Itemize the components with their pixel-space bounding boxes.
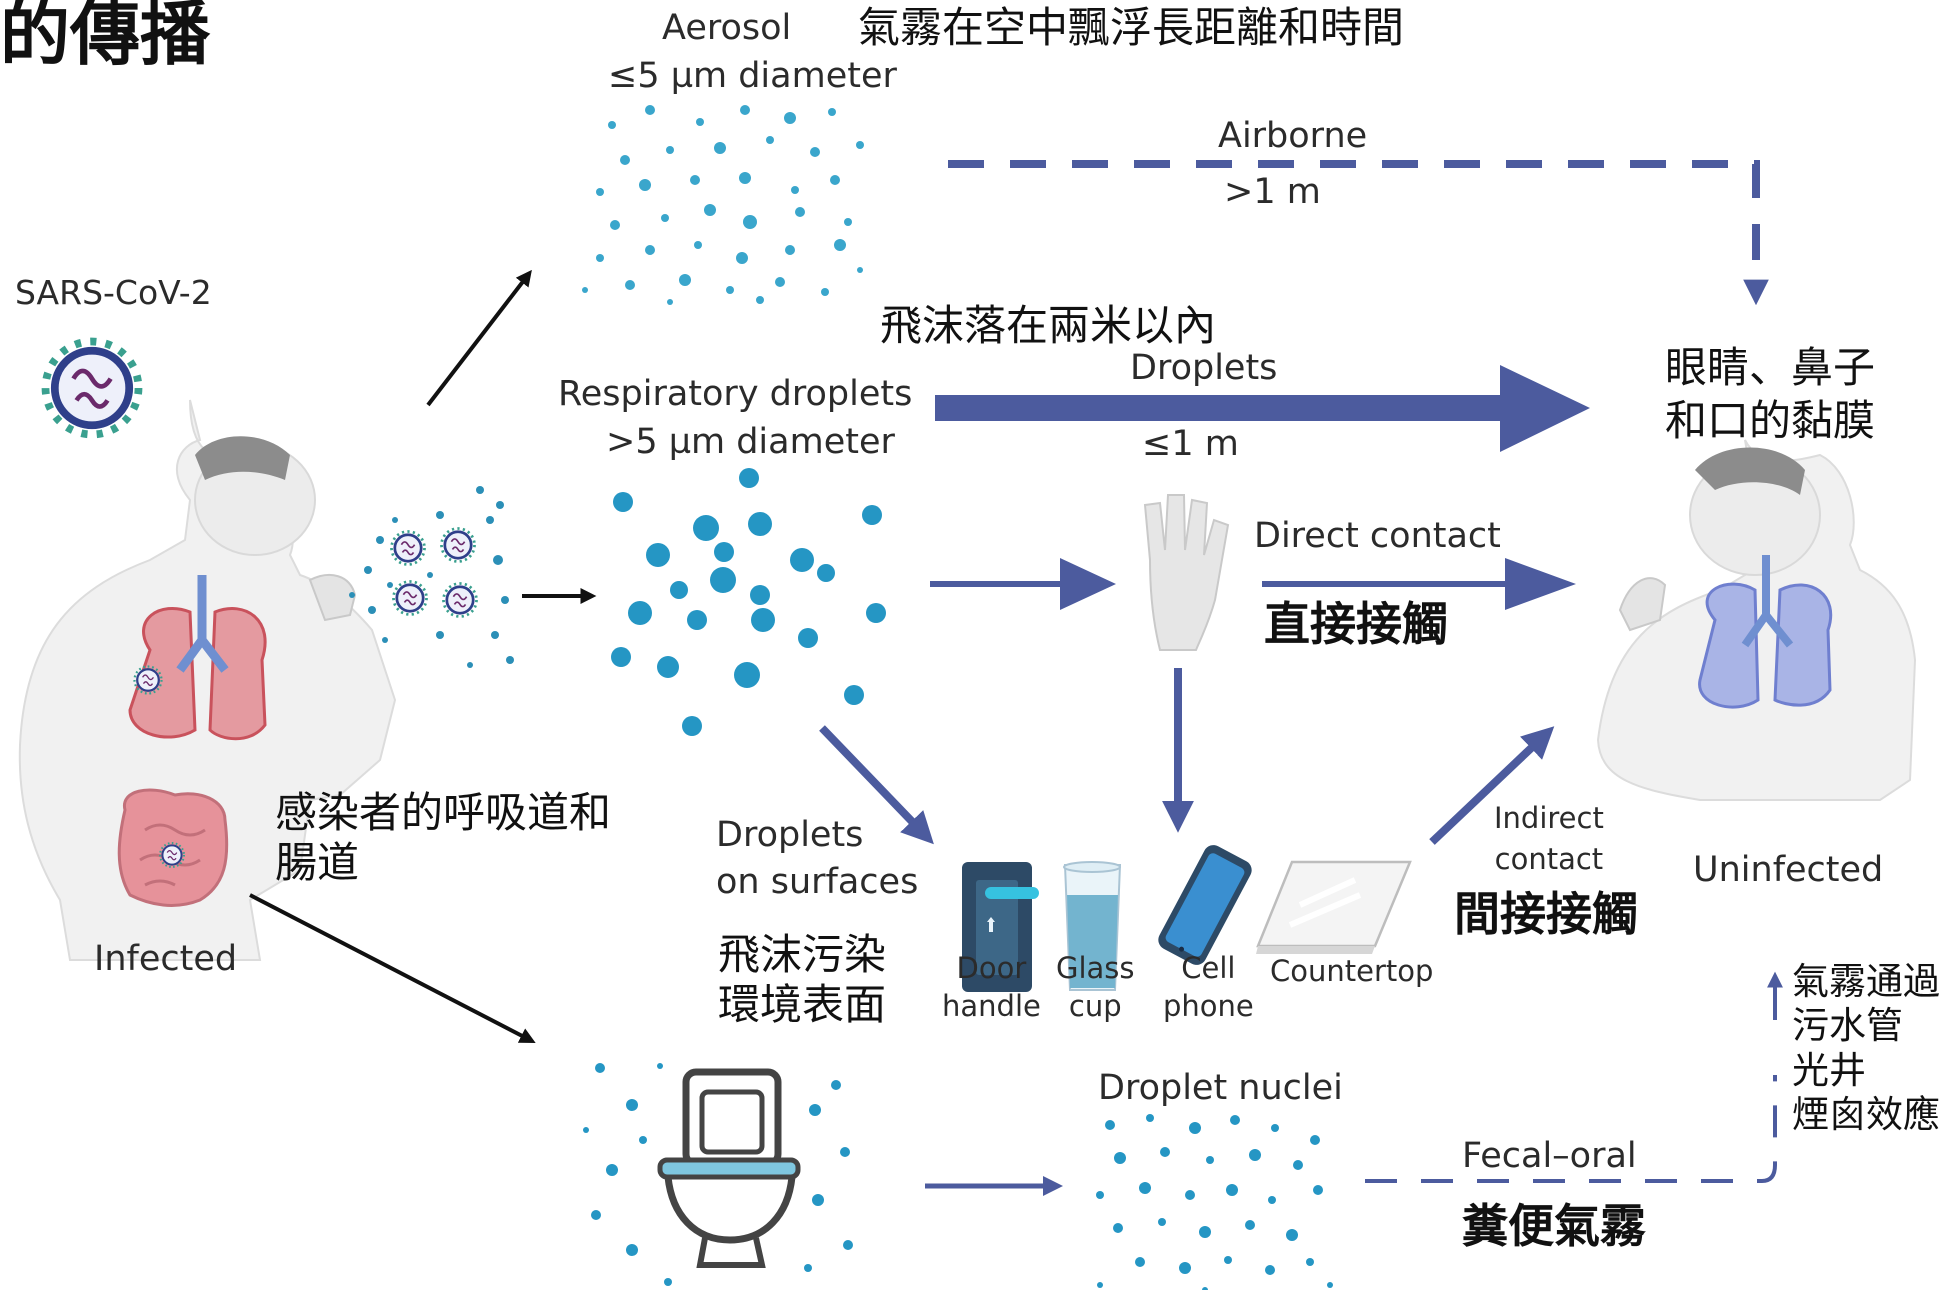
indirect-contact-label: Indirect contact xyxy=(1494,801,1604,876)
page-title: 的傳播 xyxy=(0,0,210,75)
infected-person-figure xyxy=(18,399,397,961)
droplets-thick-arrow xyxy=(935,365,1590,452)
airborne-distance-label: >1 m xyxy=(1224,172,1321,212)
virus-label: SARS-CoV-2 xyxy=(15,273,212,312)
droplets-label: Respiratory droplets xyxy=(558,374,913,414)
droplets-size-label: >5 µm diameter xyxy=(606,422,895,462)
arrow-to-toilet xyxy=(249,893,536,1043)
aerosol-note-zh: 氣霧在空中飄浮長距離和時間 xyxy=(858,3,1405,52)
airborne-route-label: Airborne xyxy=(1218,116,1368,156)
aerosol-label: Aerosol xyxy=(662,8,792,48)
door-handle-icon xyxy=(962,862,1039,992)
door-handle-label: Door handle xyxy=(942,951,1041,1023)
surfaces-note-zh: 飛沫污染 環境表面 xyxy=(718,930,887,1030)
hand-icon xyxy=(1143,494,1230,651)
fecal-aerosol-note-zh: 糞便氣霧 xyxy=(1462,1199,1646,1253)
indirect-contact-note-zh: 間接接觸 xyxy=(1454,887,1638,941)
aerosol-size-label: ≤5 µm diameter xyxy=(608,56,897,96)
fecal-oral-route-label: Fecal–oral xyxy=(1462,1136,1637,1176)
surfaces-label: Droplets on surfaces xyxy=(716,815,919,903)
droplet-nuclei-label: Droplet nuclei xyxy=(1098,1068,1343,1108)
cell-phone-icon xyxy=(1158,845,1252,965)
indirect-contact-arrow xyxy=(1429,726,1555,845)
droplets-route-label: Droplets xyxy=(1130,348,1278,388)
direct-contact-arrow xyxy=(1262,558,1576,610)
sars-cov-2-virus-icon xyxy=(46,342,139,435)
infected-lungs-icon xyxy=(128,575,267,741)
cough-spray-virus-cluster xyxy=(349,486,514,668)
direct-contact-label: Direct contact xyxy=(1254,516,1501,556)
mucosa-note-zh: 眼睛、鼻子 和口的黏膜 xyxy=(1665,343,1876,445)
vent-note-zh: 氣霧通過 污水管 光井 煙囪效應 xyxy=(1792,960,1940,1137)
direct-contact-note-zh: 直接接觸 xyxy=(1264,597,1448,651)
fecal-oral-dashed-arrow xyxy=(1365,1075,1777,1183)
droplets-distance-label: ≤1 m xyxy=(1142,424,1239,464)
glass-cup-label: Glass cup xyxy=(1056,951,1135,1023)
respiratory-droplet-cloud xyxy=(611,468,886,736)
droplet-nuclei-cloud xyxy=(1096,1114,1333,1290)
countertop-label: Countertop xyxy=(1270,954,1434,988)
infected-intestine-icon xyxy=(117,788,229,907)
cell-phone-label: Cell phone xyxy=(1163,951,1254,1023)
uninfected-lungs-icon xyxy=(1698,555,1833,709)
droplets-note-zh: 飛沫落在兩米以內 xyxy=(880,301,1217,350)
arrow-droplets-to-hand xyxy=(930,558,1116,610)
infected-organs-note-zh: 感染者的呼吸道和 腸道 xyxy=(275,788,612,888)
uninfected-label: Uninfected xyxy=(1693,850,1884,890)
toilet-aerosol-particles xyxy=(583,1063,853,1286)
infected-label: Infected xyxy=(94,939,238,979)
aerosol-particle-cloud xyxy=(582,105,864,305)
arrow-droplets-to-surfaces xyxy=(819,725,934,845)
countertop-icon xyxy=(1256,860,1412,954)
airborne-dashed-arrow xyxy=(948,160,1769,306)
arrow-to-aerosol xyxy=(426,269,532,407)
glass-cup-icon xyxy=(1063,861,1122,991)
toilet-icon xyxy=(657,1068,801,1268)
